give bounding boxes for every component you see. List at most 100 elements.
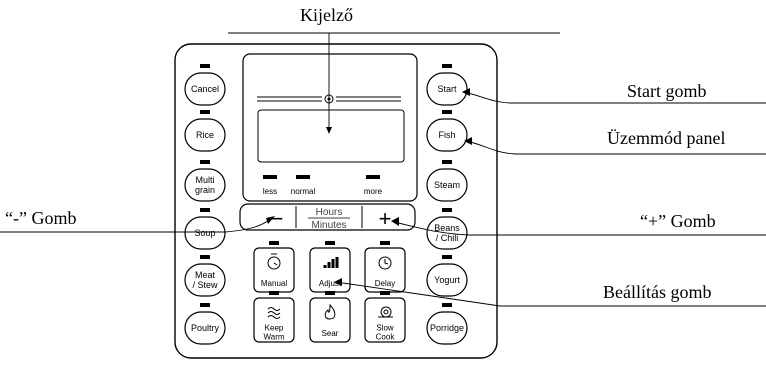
slow-cook-button-label: Slow	[376, 323, 394, 332]
keep-warm-button-label: Keep	[265, 323, 284, 332]
clock-icon	[378, 256, 392, 270]
flame-icon	[324, 303, 336, 320]
left-indicator-multi-grain	[200, 160, 210, 164]
beans-chili-button-label: / Chili	[436, 233, 459, 243]
adjust-callout-label: Beállítás gomb	[603, 282, 712, 302]
soup-button-label: Soup	[194, 228, 215, 238]
right-indicator-start	[442, 64, 452, 68]
display-callout-arrow	[326, 127, 332, 134]
sear-button-label: Sear	[322, 329, 339, 338]
time-adjust-bar	[239, 203, 416, 231]
timer-icon-hand	[273, 262, 278, 266]
right-indicator-beans-chili	[442, 208, 452, 212]
right-indicator-steam	[442, 160, 452, 164]
keep-warm-indicator	[269, 291, 279, 295]
left-indicator-meat-stew	[200, 255, 210, 259]
steam-button-label: Steam	[434, 180, 460, 190]
left-indicator-rice	[200, 110, 210, 114]
sear-button[interactable]	[309, 297, 351, 343]
cancel-button[interactable]	[184, 72, 226, 106]
multi-grain-button-label: Multi	[195, 175, 214, 185]
display-callout-label: Kijelző	[300, 5, 353, 25]
meat-stew-button-label: Meat	[195, 270, 216, 280]
beans-chili-button-label: Beans	[434, 223, 460, 233]
slow-cook-button[interactable]	[364, 297, 406, 343]
plus-callout-label: “+” Gomb	[640, 211, 716, 231]
mode-callout-arrow	[464, 137, 472, 145]
rice-button-label: Rice	[196, 130, 214, 140]
cancel-button-label: Cancel	[191, 84, 219, 94]
fish-button-label: Fish	[438, 130, 455, 140]
timer-icon	[267, 256, 281, 270]
poultry-button-label: Poultry	[191, 323, 220, 333]
porridge-button-label: Porridge	[430, 323, 464, 333]
start-callout-arrow	[462, 88, 470, 96]
soup-button[interactable]	[184, 216, 226, 250]
right-indicator-yogurt	[442, 255, 452, 259]
level-label-more: more	[364, 187, 383, 196]
yogurt-button-label: Yogurt	[434, 275, 460, 285]
left-indicator-poultry	[200, 303, 210, 307]
display-screen	[257, 109, 405, 163]
minus-callout-label: “-” Gomb	[5, 208, 77, 228]
level-label-less: less	[263, 187, 277, 196]
multi-grain-button[interactable]	[184, 168, 226, 202]
manual-button-label: Manual	[261, 279, 287, 288]
keep-warm-button-label: Warm	[263, 332, 284, 341]
level-indicator-less	[263, 175, 277, 179]
manual-button-group: Manual	[253, 241, 295, 293]
rice-button[interactable]	[184, 118, 226, 152]
manual-indicator	[269, 241, 279, 245]
bars-icon-bar	[331, 259, 335, 268]
steam-button[interactable]	[426, 168, 468, 202]
porridge-button[interactable]	[426, 311, 468, 345]
minus-callout-arrow	[266, 216, 275, 224]
display-frame	[242, 53, 418, 202]
hours-label: Hours	[316, 207, 343, 218]
start-button[interactable]	[426, 72, 468, 106]
right-indicator-porridge	[442, 303, 452, 307]
multi-grain-button-label: grain	[195, 185, 215, 195]
adjust-button-group: Adjust	[309, 241, 351, 293]
poultry-button[interactable]	[184, 311, 226, 345]
minus-button[interactable]: −	[271, 206, 284, 231]
start-callout-line	[462, 91, 766, 104]
slow-cook-button-label: Cook	[376, 332, 396, 341]
delay-button-label: Delay	[375, 279, 395, 288]
adjust-indicator	[325, 241, 335, 245]
delay-indicator	[380, 241, 390, 245]
minutes-label: Minutes	[311, 220, 346, 231]
clock-icon-hands	[384, 259, 389, 265]
bars-icon-bar	[335, 257, 339, 268]
meat-stew-button[interactable]	[184, 263, 226, 297]
fish-button[interactable]	[426, 118, 468, 152]
plus-button[interactable]: +	[379, 206, 392, 231]
sear-indicator	[325, 291, 335, 295]
delay-button-group: Delay	[364, 241, 406, 293]
panel-body	[174, 43, 498, 359]
start-button-label: Start	[437, 84, 457, 94]
yogurt-button[interactable]	[426, 263, 468, 297]
plus-callout-arrow	[391, 217, 399, 226]
bars-icon-bar	[323, 265, 327, 268]
level-indicator-more	[366, 175, 380, 179]
plus-callout-line	[393, 221, 766, 236]
start-callout-label: Start gomb	[627, 81, 707, 101]
left-indicator-soup	[200, 208, 210, 212]
keep-warm-button[interactable]	[253, 297, 295, 343]
adjust-callout-line	[335, 281, 766, 307]
right-indicator-fish	[442, 110, 452, 114]
snail-icon-spiral	[383, 309, 389, 315]
bars-icon-bar	[327, 262, 331, 268]
level-indicator-normal	[296, 175, 310, 179]
slow-cook-indicator	[380, 291, 390, 295]
adjust-button-label: Adjust	[319, 279, 342, 288]
left-indicator-cancel	[200, 64, 210, 68]
